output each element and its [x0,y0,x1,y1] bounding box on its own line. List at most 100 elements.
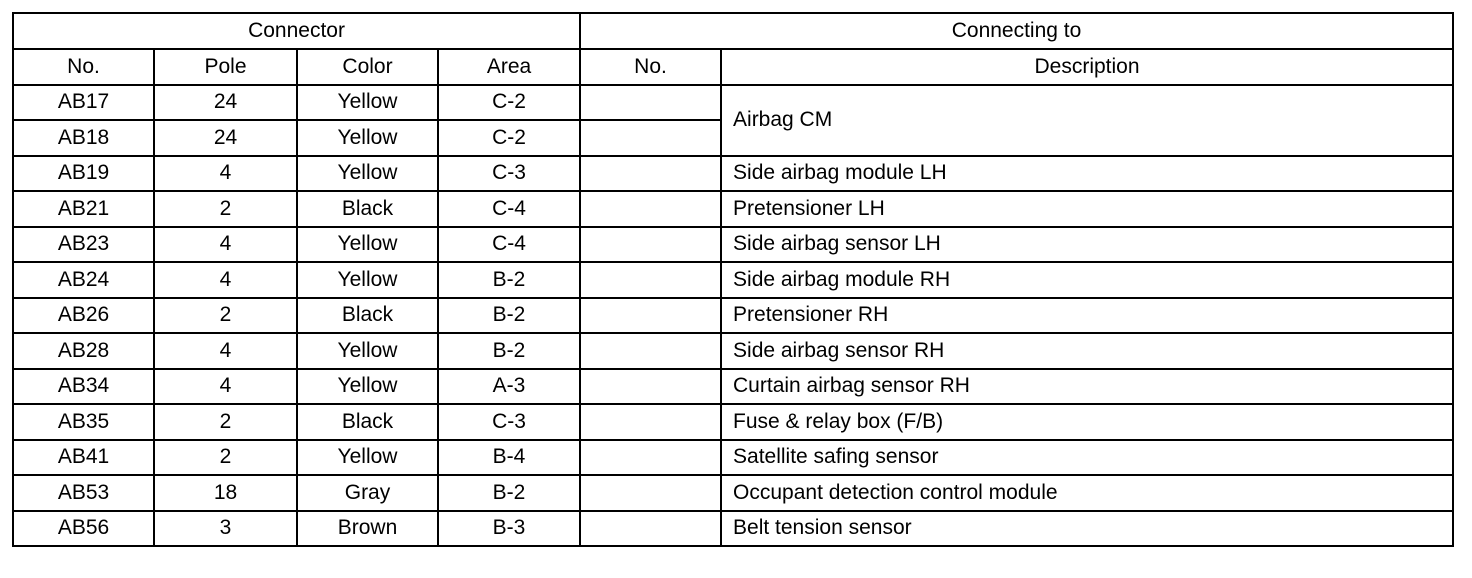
cell-pole: 3 [153,509,298,547]
cell-area: C-4 [436,225,582,263]
cell-description: Fuse & relay box (F/B) [720,403,1455,441]
table-row: AB18 24 Yellow C-2 [12,119,1453,157]
table-row: AB24 4 Yellow B-2 Side airbag module RH [12,261,1455,299]
cell-to-no [579,403,723,441]
cell-description: Belt tension sensor [720,509,1455,547]
cell-area: C-2 [436,119,582,157]
cell-to-no [579,296,723,334]
cell-color: Black [296,296,439,334]
cell-pole: 24 [153,119,298,157]
connector-group-header: Connector [11,12,582,50]
cell-color: Yellow [296,261,439,299]
cell-pole: 2 [153,438,298,476]
column-header-no: No. [12,48,155,86]
cell-description: Side airbag module RH [720,261,1455,299]
cell-description: Side airbag sensor LH [720,225,1455,263]
table-row: AB26 2 Black B-2 Pretensioner RH [12,296,1455,334]
cell-pole: 4 [153,367,298,405]
cell-pole: 4 [153,332,298,370]
table-row: AB19 4 Yellow C-3 Side airbag module LH [12,154,1455,192]
cell-area: C-3 [436,403,582,441]
table-row: AB41 2 Yellow B-4 Satellite safing senso… [12,438,1455,476]
column-header-pole: Pole [153,48,298,86]
cell-description: Occupant detection control module [720,474,1455,512]
table-row: AB35 2 Black C-3 Fuse & relay box (F/B) [12,403,1455,441]
cell-area: B-4 [436,438,582,476]
cell-area: C-3 [436,154,582,192]
group-header-row: Connector Connecting to [11,12,1455,50]
cell-area: A-3 [436,367,582,405]
cell-color: Black [296,403,439,441]
cell-area: B-2 [436,261,582,299]
cell-pole: 4 [153,154,298,192]
table-row: AB21 2 Black C-4 Pretensioner LH [12,190,1455,228]
cell-no: AB28 [12,332,155,370]
cell-area: C-4 [436,190,582,228]
column-header-color: Color [296,48,439,86]
connecting-to-group-header: Connecting to [579,12,1455,50]
cell-description: Pretensioner LH [720,190,1455,228]
cell-pole: 2 [153,403,298,441]
cell-color: Yellow [296,119,439,157]
cell-to-no [579,261,723,299]
cell-pole: 4 [153,261,298,299]
cell-color: Yellow [296,438,439,476]
cell-no: AB26 [12,296,155,334]
table-row: AB17 24 Yellow C-2 Airbag CM [12,83,1455,157]
cell-area: B-2 [436,332,582,370]
cell-no: AB53 [12,474,155,512]
table-row: AB28 4 Yellow B-2 Side airbag sensor RH [12,332,1455,370]
cell-to-no [579,474,723,512]
cell-no: AB17 [12,83,155,121]
cell-description: Airbag CM [720,83,1455,157]
cell-to-no [579,119,723,157]
cell-area: B-2 [436,474,582,512]
cell-color: Black [296,190,439,228]
cell-to-no [579,83,723,121]
column-header-area: Area [436,48,582,86]
cell-no: AB21 [12,190,155,228]
column-header-description: Description [720,48,1455,86]
column-header-to-no: No. [579,48,723,86]
cell-color: Yellow [296,367,439,405]
cell-description: Curtain airbag sensor RH [720,367,1455,405]
cell-area: B-3 [436,509,582,547]
cell-no: AB41 [12,438,155,476]
cell-no: AB19 [12,154,155,192]
cell-color: Yellow [296,154,439,192]
cell-color: Yellow [296,83,439,121]
cell-color: Gray [296,474,439,512]
table-row: AB23 4 Yellow C-4 Side airbag sensor LH [12,225,1455,263]
cell-pole: 18 [153,474,298,512]
cell-description: Side airbag module LH [720,154,1455,192]
cell-color: Yellow [296,225,439,263]
cell-to-no [579,332,723,370]
column-header-row: No. Pole Color Area No. Description [12,48,1455,86]
cell-no: AB24 [12,261,155,299]
cell-color: Yellow [296,332,439,370]
cell-no: AB56 [12,509,155,547]
cell-no: AB34 [12,367,155,405]
cell-area: B-2 [436,296,582,334]
cell-area: C-2 [436,83,582,121]
cell-no: AB35 [12,403,155,441]
table-row: AB53 18 Gray B-2 Occupant detection cont… [12,474,1455,512]
connector-table: Connector Connecting to No. Pole Color A… [11,12,1455,547]
cell-color: Brown [296,509,439,547]
cell-to-no [579,509,723,547]
cell-to-no [579,225,723,263]
cell-to-no [579,367,723,405]
cell-no: AB23 [12,225,155,263]
cell-pole: 2 [153,190,298,228]
cell-description: Satellite safing sensor [720,438,1455,476]
cell-description: Side airbag sensor RH [720,332,1455,370]
table-row: AB34 4 Yellow A-3 Curtain airbag sensor … [12,367,1455,405]
cell-no: AB18 [12,119,155,157]
cell-to-no [579,154,723,192]
cell-pole: 24 [153,83,298,121]
table-row: AB56 3 Brown B-3 Belt tension sensor [12,509,1455,547]
cell-to-no [579,438,723,476]
cell-pole: 2 [153,296,298,334]
cell-description: Pretensioner RH [720,296,1455,334]
cell-pole: 4 [153,225,298,263]
